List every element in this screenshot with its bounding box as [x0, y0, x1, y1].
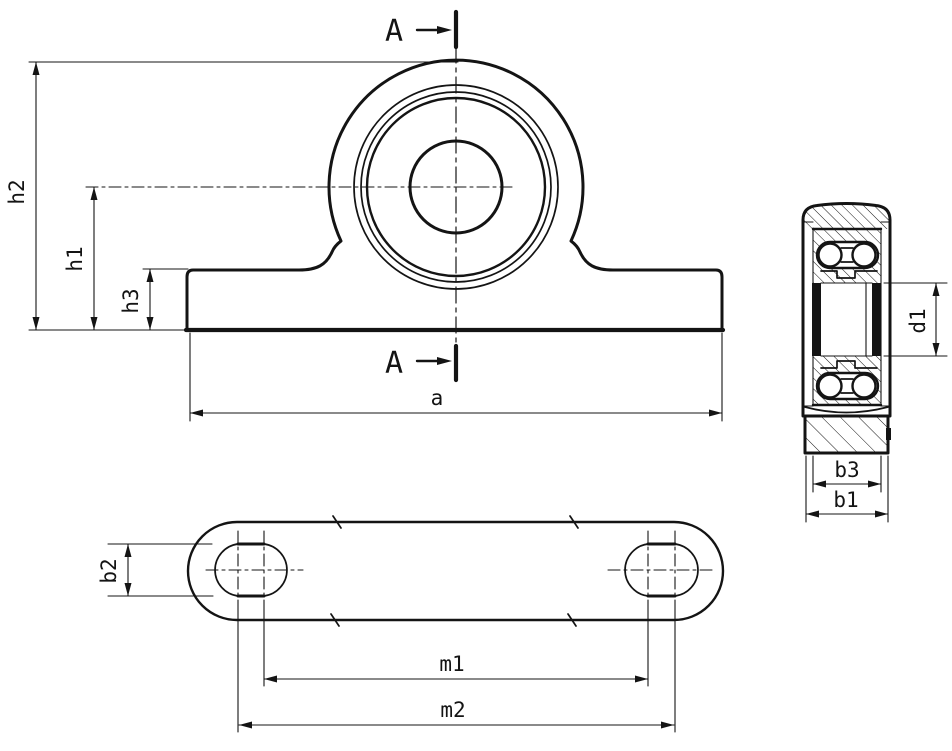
inner-ring-left-section — [812, 283, 821, 356]
dim-label-b1: b1 — [833, 488, 858, 512]
dim-label-m1: m1 — [439, 652, 464, 676]
bottom-view: b2 m1 m2 — [97, 515, 725, 733]
dim-b1: b1 — [805, 455, 889, 523]
section-label-top: A — [385, 14, 403, 49]
cage-bars-top — [840, 247, 854, 263]
dim-d1: d1 — [883, 282, 948, 357]
dim-label-h1: h1 — [63, 246, 87, 271]
section-cut-markers: A A — [385, 9, 459, 383]
side-housing-outline — [801, 202, 892, 418]
dim-label-b2: b2 — [97, 558, 121, 583]
hatch-cap — [803, 203, 890, 229]
edge-tick-marks — [330, 515, 579, 627]
dim-label-h2: h2 — [5, 179, 29, 204]
dim-b3: b3 — [812, 455, 882, 493]
side-section-view: d1 b3 b1 — [801, 202, 948, 523]
section-arrow-bottom-head — [437, 357, 452, 365]
bearing-width-lines — [812, 227, 882, 407]
spherical-seat-arc — [804, 406, 889, 414]
lock-groove-bottom — [820, 360, 878, 369]
front-view: A A h2 h1 h3 — [5, 9, 726, 422]
top-ball-row — [815, 240, 880, 270]
lock-groove-top — [820, 270, 878, 279]
ball-bottom-left — [817, 373, 843, 399]
section-label-bottom: A — [385, 346, 403, 381]
dim-a: a — [189, 332, 723, 422]
hatch-base-block — [805, 416, 888, 453]
dim-h1: h1 — [63, 186, 98, 331]
cage-bars-bottom — [840, 378, 854, 394]
dim-m1: m1 — [263, 652, 649, 683]
inner-ring-right-section — [872, 283, 881, 356]
bottom-ball-row — [815, 371, 880, 401]
dim-b2: b2 — [97, 543, 214, 597]
base-plate-outline — [186, 520, 725, 622]
dim-h3: h3 — [119, 268, 189, 331]
dim-label-h3: h3 — [119, 288, 143, 313]
slot-centerlines — [205, 530, 713, 733]
bore-edges — [820, 282, 873, 357]
section-arrow-top-head — [437, 26, 452, 34]
dim-label-d1: d1 — [906, 308, 930, 333]
dim-m2: m2 — [238, 698, 675, 729]
dim-h2: h2 — [5, 61, 459, 331]
ball-bottom-right — [851, 373, 877, 399]
dim-label-m2: m2 — [440, 698, 465, 722]
base-notch — [886, 428, 891, 440]
dim-label-a: a — [431, 386, 444, 410]
side-base-block — [803, 414, 890, 455]
front-housing-outline — [185, 58, 724, 332]
ball-top-right — [851, 242, 877, 268]
dim-label-b3: b3 — [834, 458, 859, 482]
housing-seam-ticks — [802, 221, 891, 407]
ball-top-left — [817, 242, 843, 268]
